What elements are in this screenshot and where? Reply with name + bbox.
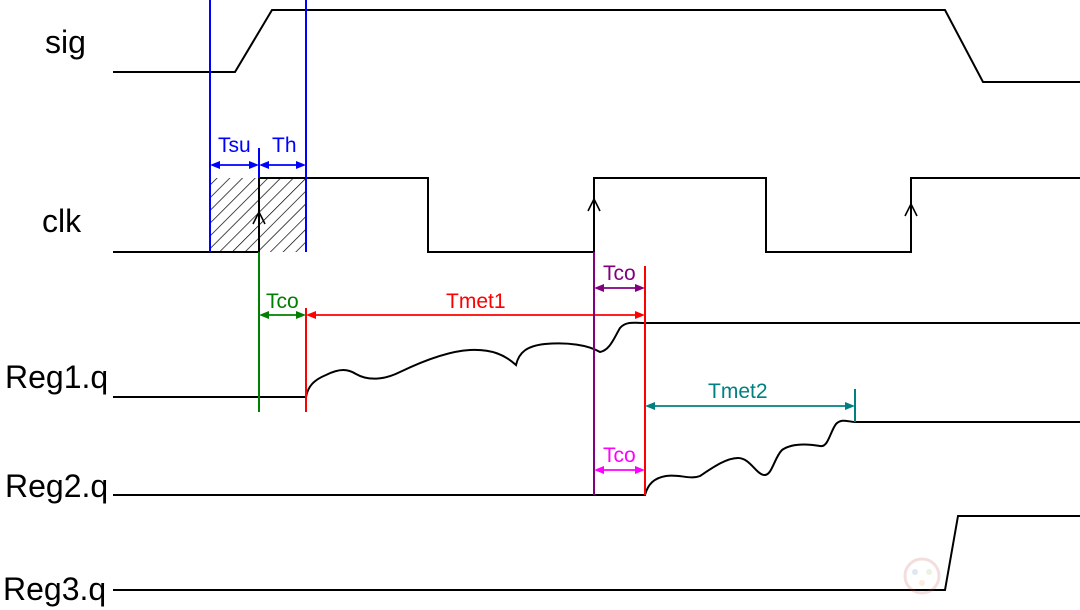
tmet1-label: Tmet1: [446, 290, 506, 313]
tco-reg1-arrow: [259, 311, 306, 319]
signal-label-reg3: Reg3.q: [3, 571, 106, 607]
clk-rising-edge-arrow-2: [587, 197, 601, 212]
sig-waveform: [113, 9, 1080, 83]
tco-clk2-label: Tco: [603, 262, 636, 285]
reg2-waveform: [113, 419, 1080, 496]
tco-reg2-arrow: [594, 466, 645, 474]
tmet1-arrow: [306, 311, 645, 319]
th-arrow: [259, 161, 306, 169]
tsu-arrow: [210, 161, 259, 169]
signal-label-reg2: Reg2.q: [5, 468, 108, 504]
tco-reg1-label: Tco: [266, 290, 299, 313]
th-label: Th: [272, 134, 297, 157]
tco-reg2-label: Tco: [603, 444, 636, 467]
tco-reg2-annotation: Tco: [594, 444, 645, 474]
setup-hold-annotation: Tsu Th: [209, 0, 307, 252]
clk-waveform: [113, 177, 1080, 253]
reg3-waveform: [113, 515, 1080, 591]
signal-label-sig: sig: [45, 24, 86, 60]
watermark-logo-icon: [903, 557, 941, 595]
tmet2-annotation: Tmet2: [645, 380, 856, 422]
clk-rising-edge-arrow-3: [904, 202, 918, 217]
reg1-waveform: [113, 321, 1080, 398]
tsu-label: Tsu: [218, 134, 251, 157]
tmet1-annotation: Tmet1: [305, 266, 646, 495]
signal-label-reg1: Reg1.q: [5, 359, 108, 395]
tco-clk2-arrow: [594, 284, 645, 292]
tco-reg1-annotation: Tco: [258, 252, 306, 412]
clk-rising-edge-arrow-1: [252, 210, 266, 225]
signal-label-clk: clk: [42, 203, 82, 239]
tmet2-label: Tmet2: [708, 380, 768, 403]
tmet2-arrow: [645, 402, 855, 410]
tco-clk2-annotation: Tco: [593, 252, 645, 495]
